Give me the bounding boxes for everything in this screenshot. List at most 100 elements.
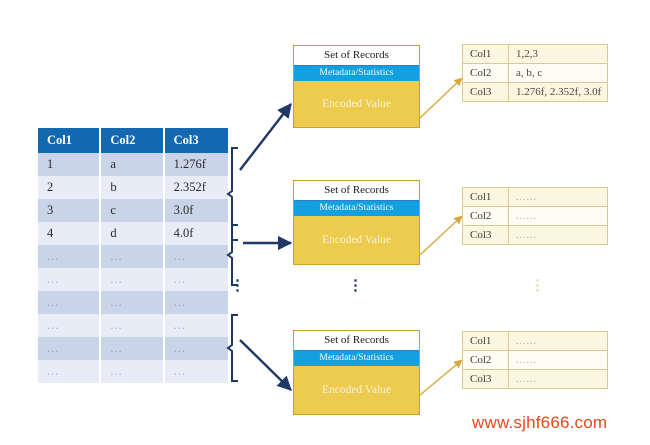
cell-col3: ... bbox=[164, 291, 228, 314]
table-row: ... ... ... bbox=[38, 291, 228, 314]
detail-row: Col1 1,2,3 bbox=[463, 45, 607, 64]
detail-row: Col2 a, b, c bbox=[463, 64, 607, 83]
detail-key: Col2 bbox=[463, 64, 509, 83]
detail-value: ...... bbox=[509, 188, 607, 207]
record-block-title: Set of Records bbox=[294, 46, 419, 66]
ellipsis-glyph: ⋮ bbox=[230, 277, 245, 294]
cell-col3: ... bbox=[164, 337, 228, 360]
column-header-col3: Col3 bbox=[164, 128, 228, 153]
detail-key: Col1 bbox=[463, 45, 509, 64]
cell-col1: 2 bbox=[38, 176, 102, 199]
table-row: 4 d 4.0f bbox=[38, 222, 228, 245]
bracket-group-2 bbox=[226, 224, 238, 286]
cell-col1: ... bbox=[38, 291, 102, 314]
record-block-2: Set of Records Metadata/Statistics Encod… bbox=[293, 180, 420, 265]
cell-col1: ... bbox=[38, 245, 102, 268]
ellipsis-glyph: ⋮ bbox=[530, 277, 545, 294]
record-block-encoded-value: Encoded Value bbox=[294, 216, 419, 263]
detail-row: Col3 ...... bbox=[463, 370, 607, 388]
detail-value: ...... bbox=[509, 226, 607, 244]
watermark-url: www.sjhf666.com bbox=[472, 413, 608, 432]
arrow-to-detail-1 bbox=[419, 77, 463, 119]
cell-col3: ... bbox=[164, 268, 228, 291]
arrow-to-detail-2 bbox=[419, 215, 463, 256]
table-row: 3 c 3.0f bbox=[38, 199, 228, 222]
table-row: 2 b 2.352f bbox=[38, 176, 228, 199]
detail-value: a, b, c bbox=[509, 64, 607, 83]
detail-table-1: Col1 1,2,3 Col2 a, b, c Col3 1.276f, 2.3… bbox=[462, 44, 608, 102]
detail-row: Col2 ...... bbox=[463, 351, 607, 370]
record-block-1: Set of Records Metadata/Statistics Encod… bbox=[293, 45, 420, 128]
cell-col2: a bbox=[101, 153, 165, 176]
table-row: ... ... ... bbox=[38, 360, 228, 383]
detail-value: ...... bbox=[509, 370, 607, 388]
table-row: 1 a 1.276f bbox=[38, 153, 228, 176]
cell-col2: c bbox=[101, 199, 165, 222]
detail-table-2: Col1 ...... Col2 ...... Col3 ...... bbox=[462, 187, 608, 245]
table-row: ... ... ... bbox=[38, 337, 228, 360]
cell-col2: ... bbox=[101, 245, 165, 268]
table-row: ... ... ... bbox=[38, 268, 228, 291]
detail-row: Col3 1.276f, 2.352f, 3.0f bbox=[463, 83, 607, 101]
detail-row: Col2 ...... bbox=[463, 207, 607, 226]
record-block-metadata: Metadata/Statistics bbox=[294, 351, 419, 366]
cell-col2: ... bbox=[101, 268, 165, 291]
cell-col1: 3 bbox=[38, 199, 102, 222]
cell-col2: ... bbox=[101, 360, 165, 383]
cell-col3: ... bbox=[164, 314, 228, 337]
column-header-col1: Col1 bbox=[38, 128, 102, 153]
detail-key: Col3 bbox=[463, 83, 509, 101]
cell-col1: ... bbox=[38, 337, 102, 360]
cell-col3: 4.0f bbox=[164, 222, 228, 245]
detail-key: Col2 bbox=[463, 207, 509, 226]
arrow-to-block-1 bbox=[239, 103, 292, 171]
source-records-table: Col1 Col2 Col3 1 a 1.276f 2 b 2.352f 3 c… bbox=[38, 128, 228, 383]
arrow-to-detail-3 bbox=[419, 359, 463, 396]
record-block-metadata: Metadata/Statistics bbox=[294, 201, 419, 216]
detail-value: ...... bbox=[509, 332, 607, 351]
cell-col2: ... bbox=[101, 291, 165, 314]
record-block-title: Set of Records bbox=[294, 181, 419, 201]
detail-key: Col2 bbox=[463, 351, 509, 370]
cell-col3: 1.276f bbox=[164, 153, 228, 176]
vertical-ellipsis-brackets: ⋮ bbox=[230, 277, 245, 294]
detail-row: Col1 ...... bbox=[463, 332, 607, 351]
table-row: ... ... ... bbox=[38, 245, 228, 268]
cell-col3: ... bbox=[164, 245, 228, 268]
vertical-ellipsis-blocks: ⋮ bbox=[348, 277, 363, 294]
bracket-group-3 bbox=[226, 314, 238, 382]
cell-col1: 4 bbox=[38, 222, 102, 245]
cell-col2: d bbox=[101, 222, 165, 245]
detail-key: Col1 bbox=[463, 332, 509, 351]
record-block-encoded-value: Encoded Value bbox=[294, 366, 419, 413]
cell-col1: ... bbox=[38, 360, 102, 383]
cell-col3: 2.352f bbox=[164, 176, 228, 199]
detail-row: Col3 ...... bbox=[463, 226, 607, 244]
detail-key: Col3 bbox=[463, 226, 509, 244]
ellipsis-glyph: ⋮ bbox=[348, 277, 363, 294]
table-header-row: Col1 Col2 Col3 bbox=[38, 128, 228, 153]
record-block-title: Set of Records bbox=[294, 331, 419, 351]
detail-value: 1,2,3 bbox=[509, 45, 607, 64]
cell-col2: b bbox=[101, 176, 165, 199]
arrow-to-block-3 bbox=[239, 339, 292, 391]
cell-col2: ... bbox=[101, 337, 165, 360]
detail-table-3: Col1 ...... Col2 ...... Col3 ...... bbox=[462, 331, 608, 389]
record-block-3: Set of Records Metadata/Statistics Encod… bbox=[293, 330, 420, 415]
record-block-encoded-value: Encoded Value bbox=[294, 81, 419, 126]
table-row: ... ... ... bbox=[38, 314, 228, 337]
detail-key: Col3 bbox=[463, 370, 509, 388]
cell-col1: 1 bbox=[38, 153, 102, 176]
cell-col1: ... bbox=[38, 268, 102, 291]
cell-col3: 3.0f bbox=[164, 199, 228, 222]
cell-col2: ... bbox=[101, 314, 165, 337]
cell-col3: ... bbox=[164, 360, 228, 383]
detail-value: ...... bbox=[509, 207, 607, 226]
detail-value: ...... bbox=[509, 351, 607, 370]
cell-col1: ... bbox=[38, 314, 102, 337]
detail-value: 1.276f, 2.352f, 3.0f bbox=[509, 83, 607, 101]
bracket-group-1 bbox=[226, 147, 238, 241]
record-block-metadata: Metadata/Statistics bbox=[294, 66, 419, 81]
column-header-col2: Col2 bbox=[101, 128, 165, 153]
